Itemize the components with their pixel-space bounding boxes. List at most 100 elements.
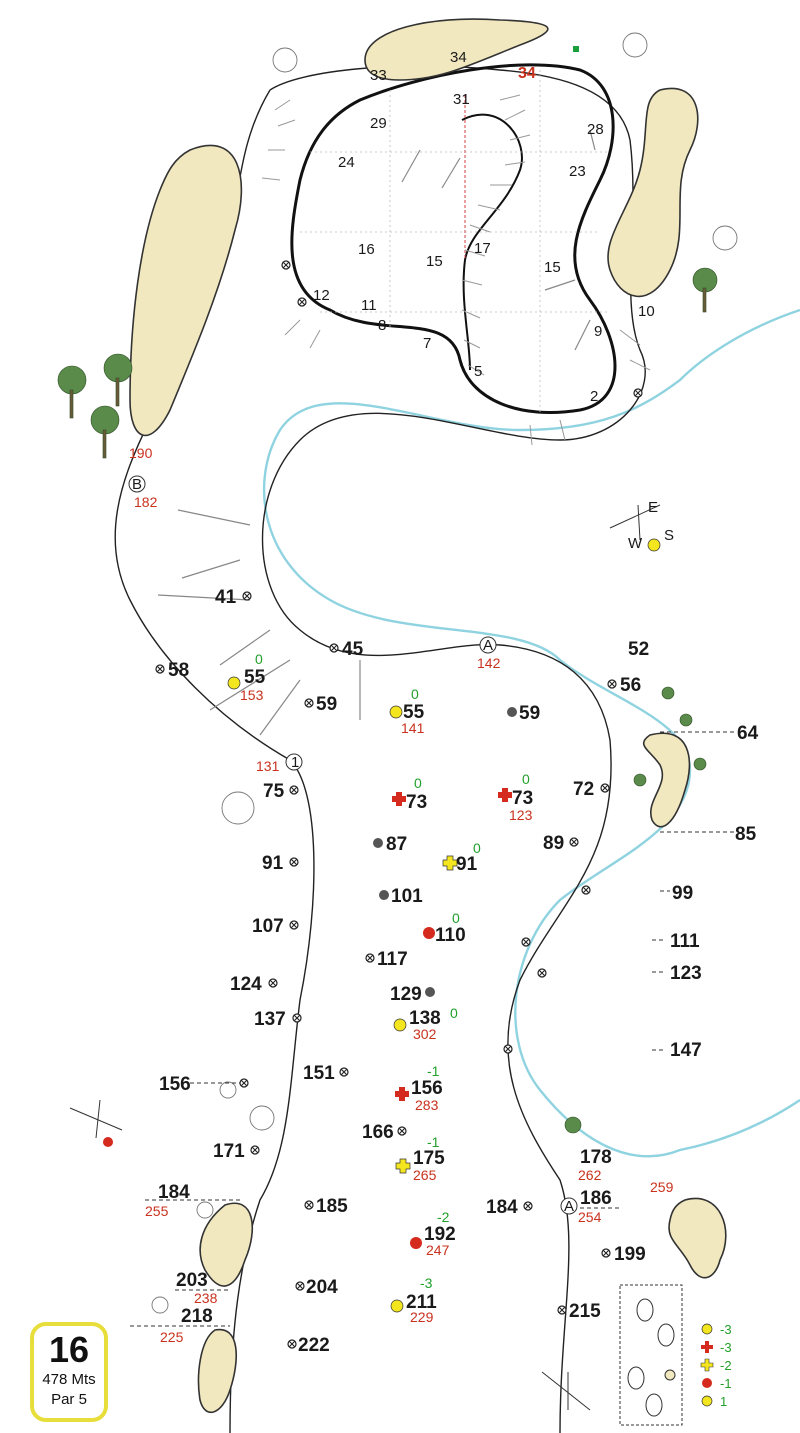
distance-label: 45 (342, 639, 364, 660)
red-distance: 302 (413, 1026, 437, 1042)
distance-label: 75 (263, 781, 285, 802)
red-distance: 254 (578, 1209, 602, 1225)
hole-length: 478 Mts (42, 1371, 96, 1388)
distance-label: 55 (244, 667, 266, 688)
marker-b-label: B (132, 476, 142, 493)
green-number: 10 (638, 303, 655, 320)
distance-label: 59 (519, 703, 540, 724)
legend-label: -1 (720, 1375, 732, 1391)
pin-legend: -3 -3 -2 -1 1 (700, 1320, 760, 1430)
distance-label: 147 (670, 1040, 702, 1061)
legend-row: 1 (700, 1392, 760, 1410)
green-number: 11 (361, 297, 377, 314)
distance-label: 175 (413, 1148, 445, 1169)
distance-label: 124 (230, 974, 262, 995)
yellow-dot-icon (700, 1322, 714, 1336)
green-grid (300, 70, 610, 415)
green-number: 17 (474, 240, 491, 257)
red-dot (103, 1137, 113, 1147)
green-slope-arrows (401, 129, 596, 351)
distance-label: 184 (486, 1197, 518, 1218)
distance-label: 138 (409, 1008, 441, 1029)
red-dot-icon (700, 1376, 714, 1390)
distance-label: 99 (672, 883, 693, 904)
flag-icon (573, 46, 579, 52)
green-adjustment: -1 (427, 1134, 440, 1150)
distance-label: 218 (181, 1306, 213, 1327)
legend-label: -3 (720, 1339, 732, 1355)
distance-label: 64 (737, 723, 759, 744)
distance-label: 58 (168, 660, 189, 681)
green-number: 28 (587, 121, 604, 138)
red-cross-markers (392, 788, 512, 1101)
green-slope-marks (461, 94, 531, 376)
green-number: 7 (423, 335, 431, 352)
yardage-lines (130, 731, 735, 1327)
red-distance: 182 (134, 494, 158, 510)
red-dot-markers (410, 927, 435, 1249)
tee-box (619, 1284, 683, 1426)
compass-s: S (664, 527, 674, 544)
hole-info-badge: 16 478 Mts Par 5 (30, 1322, 108, 1422)
green-number: 12 (313, 287, 330, 304)
marker-a-label: A (564, 1198, 574, 1215)
sun-icon (151, 32, 738, 1314)
red-distance: 265 (413, 1167, 437, 1183)
green-number: 33 (370, 67, 387, 84)
red-distance: 141 (401, 720, 425, 736)
distance-label: 52 (628, 639, 649, 660)
green-number: 23 (569, 163, 586, 180)
sprinkler-markers (373, 707, 517, 997)
distance-label: 151 (303, 1063, 335, 1084)
bunker-right-lower (668, 1197, 727, 1279)
bunker-right-fairway (643, 732, 691, 828)
green-adjustment: 0 (473, 840, 481, 856)
distance-label: 215 (569, 1301, 601, 1322)
distance-label: 41 (215, 587, 237, 608)
palm-trees (57, 267, 718, 1134)
distance-label: 91 (262, 853, 284, 874)
distance-label: 211 (406, 1292, 437, 1313)
bunker-left-green (129, 144, 243, 437)
water-hazard (262, 308, 800, 1158)
distance-label: 185 (316, 1196, 348, 1217)
distance-label: 166 (362, 1122, 394, 1143)
red-cross-icon (700, 1340, 714, 1354)
marker-a-label: A (483, 637, 493, 654)
distance-markers (155, 260, 643, 1349)
legend-row: -3 (700, 1338, 760, 1356)
distance-label: 186 (580, 1188, 612, 1209)
distance-label: 192 (424, 1224, 456, 1245)
yellow-dot-markers (227, 676, 407, 1313)
bunker-bottom-left (197, 1328, 238, 1414)
yellow-dot (647, 538, 661, 552)
yellow-cross-icon (700, 1358, 714, 1372)
tee-marker (627, 1366, 645, 1390)
distance-label: 91 (456, 854, 478, 875)
hole-par: Par 5 (51, 1391, 87, 1408)
green-number: 5 (474, 363, 482, 380)
legend-label: 1 (720, 1393, 728, 1409)
bunker-lower-left (199, 1202, 254, 1287)
distance-label: 107 (252, 916, 284, 937)
legend-label: -2 (720, 1357, 732, 1373)
distance-label: 89 (543, 833, 564, 854)
compass-icon (69, 504, 661, 1411)
yellow-dot-icon (700, 1394, 714, 1408)
distance-label: 156 (159, 1074, 191, 1095)
green-number: 15 (426, 253, 443, 270)
green-number: 16 (358, 241, 375, 258)
green-number: 34 (450, 49, 467, 66)
green-number: 24 (338, 154, 355, 171)
distance-label: 156 (411, 1078, 443, 1099)
distance-label: 199 (614, 1244, 646, 1265)
green-adjustment: 0 (450, 1005, 458, 1021)
red-distance: 153 (240, 687, 264, 703)
red-distance: 259 (650, 1179, 674, 1195)
distance-label: 85 (735, 824, 757, 845)
legend-row: -3 (700, 1320, 760, 1338)
fairway-right-edge (261, 65, 646, 1433)
green-number: 15 (544, 259, 561, 276)
red-distance: 225 (160, 1329, 184, 1345)
